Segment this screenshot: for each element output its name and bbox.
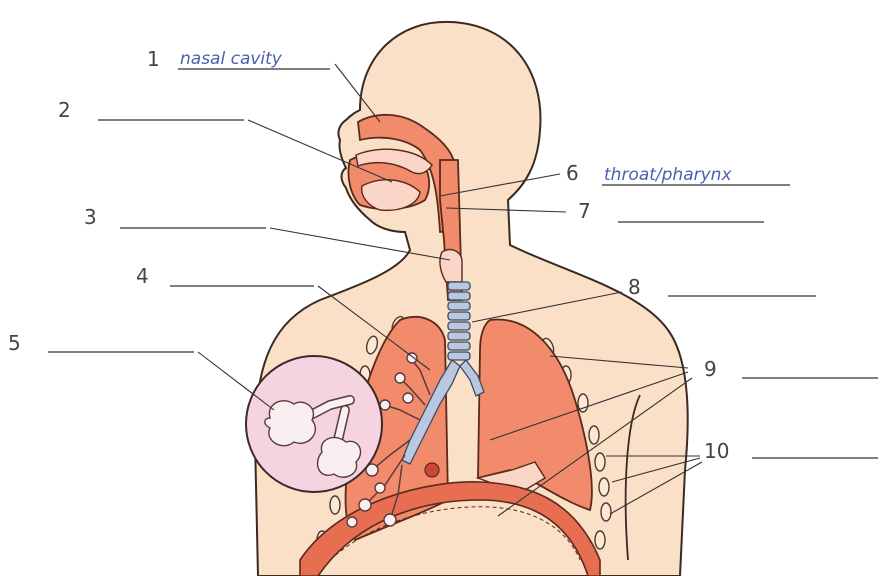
blood-vessel: [425, 463, 439, 477]
label-9-number: 9: [704, 357, 717, 381]
label-4-number: 4: [136, 264, 149, 288]
label-5-number: 5: [8, 331, 21, 355]
label-7-number: 7: [578, 199, 591, 223]
label-2-number: 2: [58, 98, 71, 122]
label-1-number: 1: [147, 47, 160, 71]
label-1-answer: nasal cavity: [180, 49, 283, 69]
label-3-number: 3: [84, 205, 97, 229]
label-8-number: 8: [628, 275, 641, 299]
label-6-answer: throat/pharynx: [604, 165, 732, 185]
label-6-number: 6: [566, 161, 579, 185]
larynx: [440, 250, 462, 282]
alveoli-magnifier: [246, 356, 382, 492]
label-10-number: 10: [704, 439, 729, 463]
